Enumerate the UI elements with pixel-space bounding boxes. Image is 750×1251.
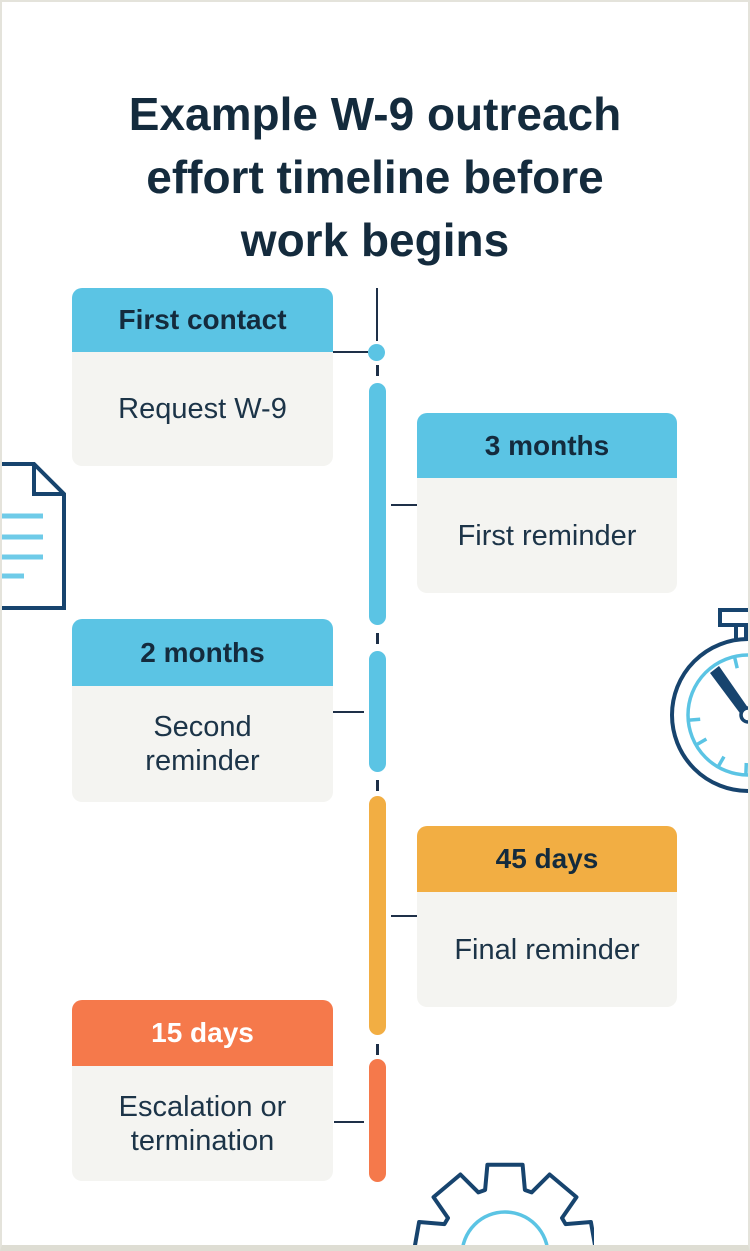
timeline-segment-45-days xyxy=(369,796,386,1035)
page-title: Example W-9 outreach effort timeline bef… xyxy=(0,83,750,272)
card-description: First reminder xyxy=(417,478,677,593)
timeline-dash xyxy=(376,780,379,791)
timeline-segment-2-months xyxy=(369,651,386,772)
gear-icon xyxy=(412,1162,594,1248)
card-description: Request W-9 xyxy=(72,352,333,466)
card-description: Final reminder xyxy=(417,892,677,1007)
card-label: First contact xyxy=(72,288,333,352)
connector-line xyxy=(334,1121,364,1123)
timeline-dash xyxy=(376,633,379,644)
timeline-card-45-days: 45 days Final reminder xyxy=(417,826,677,1007)
timeline-card-2-months: 2 months Second reminder xyxy=(72,619,333,802)
page-title-line: work begins xyxy=(240,213,510,266)
timeline-card-3-months: 3 months First reminder xyxy=(417,413,677,593)
timeline-segment-15-days xyxy=(369,1059,386,1182)
timeline-card-first-contact: First contact Request W-9 xyxy=(72,288,333,466)
timeline-card-15-days: 15 days Escalation or termination xyxy=(72,1000,333,1181)
timeline-start-line xyxy=(376,288,378,341)
connector-line xyxy=(333,711,364,713)
document-icon xyxy=(0,462,66,610)
card-label: 2 months xyxy=(72,619,333,686)
timeline-dash xyxy=(376,1044,379,1055)
connector-line xyxy=(391,915,418,917)
card-label: 15 days xyxy=(72,1000,333,1066)
timeline-dash xyxy=(376,365,379,376)
timeline-start-dot xyxy=(368,344,385,361)
timeline-segment-first-contact xyxy=(369,383,386,625)
stopwatch-icon xyxy=(670,608,750,793)
connector-line xyxy=(391,504,417,506)
card-description: Escalation or termination xyxy=(72,1066,333,1181)
card-label: 45 days xyxy=(417,826,677,892)
page-title-line: Example W-9 outreach xyxy=(128,87,622,140)
connector-line xyxy=(333,351,368,353)
card-description: Second reminder xyxy=(72,686,333,802)
card-label: 3 months xyxy=(417,413,677,478)
page-title-line: effort timeline before xyxy=(146,150,604,203)
